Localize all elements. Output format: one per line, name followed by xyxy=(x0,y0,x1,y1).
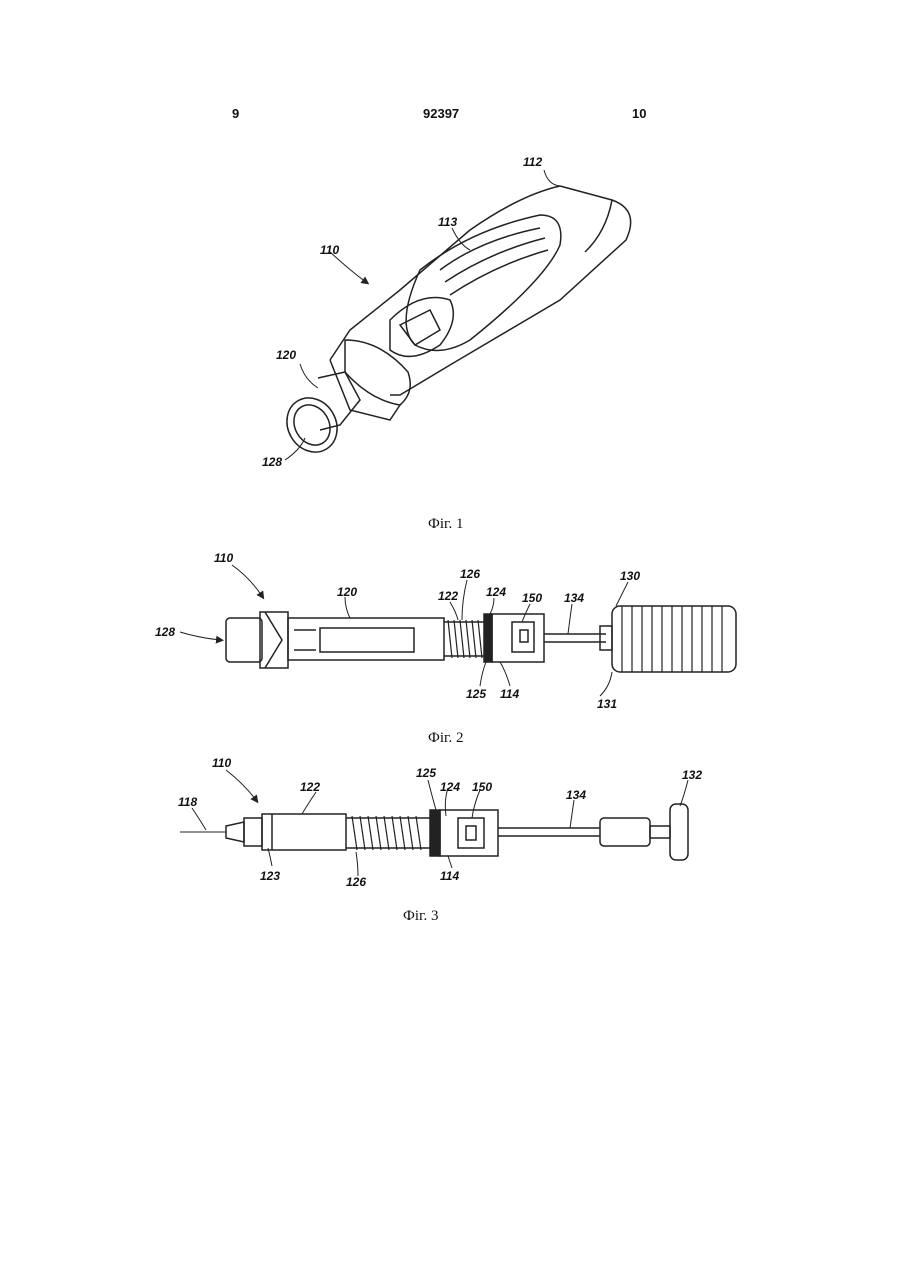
label-150: 150 xyxy=(472,780,492,794)
label-114: 114 xyxy=(440,869,459,883)
figure-3-caption: Фіг. 3 xyxy=(403,908,438,925)
label-110: 110 xyxy=(212,756,231,770)
label-124: 124 xyxy=(440,780,460,794)
label-126: 126 xyxy=(346,875,366,889)
label-118: 118 xyxy=(178,795,197,809)
label-122: 122 xyxy=(300,780,320,794)
label-123: 123 xyxy=(260,869,280,883)
label-125: 125 xyxy=(416,766,436,780)
label-134: 134 xyxy=(566,788,586,802)
label-132: 132 xyxy=(682,768,702,782)
spring-coils-fig3 xyxy=(352,816,421,850)
